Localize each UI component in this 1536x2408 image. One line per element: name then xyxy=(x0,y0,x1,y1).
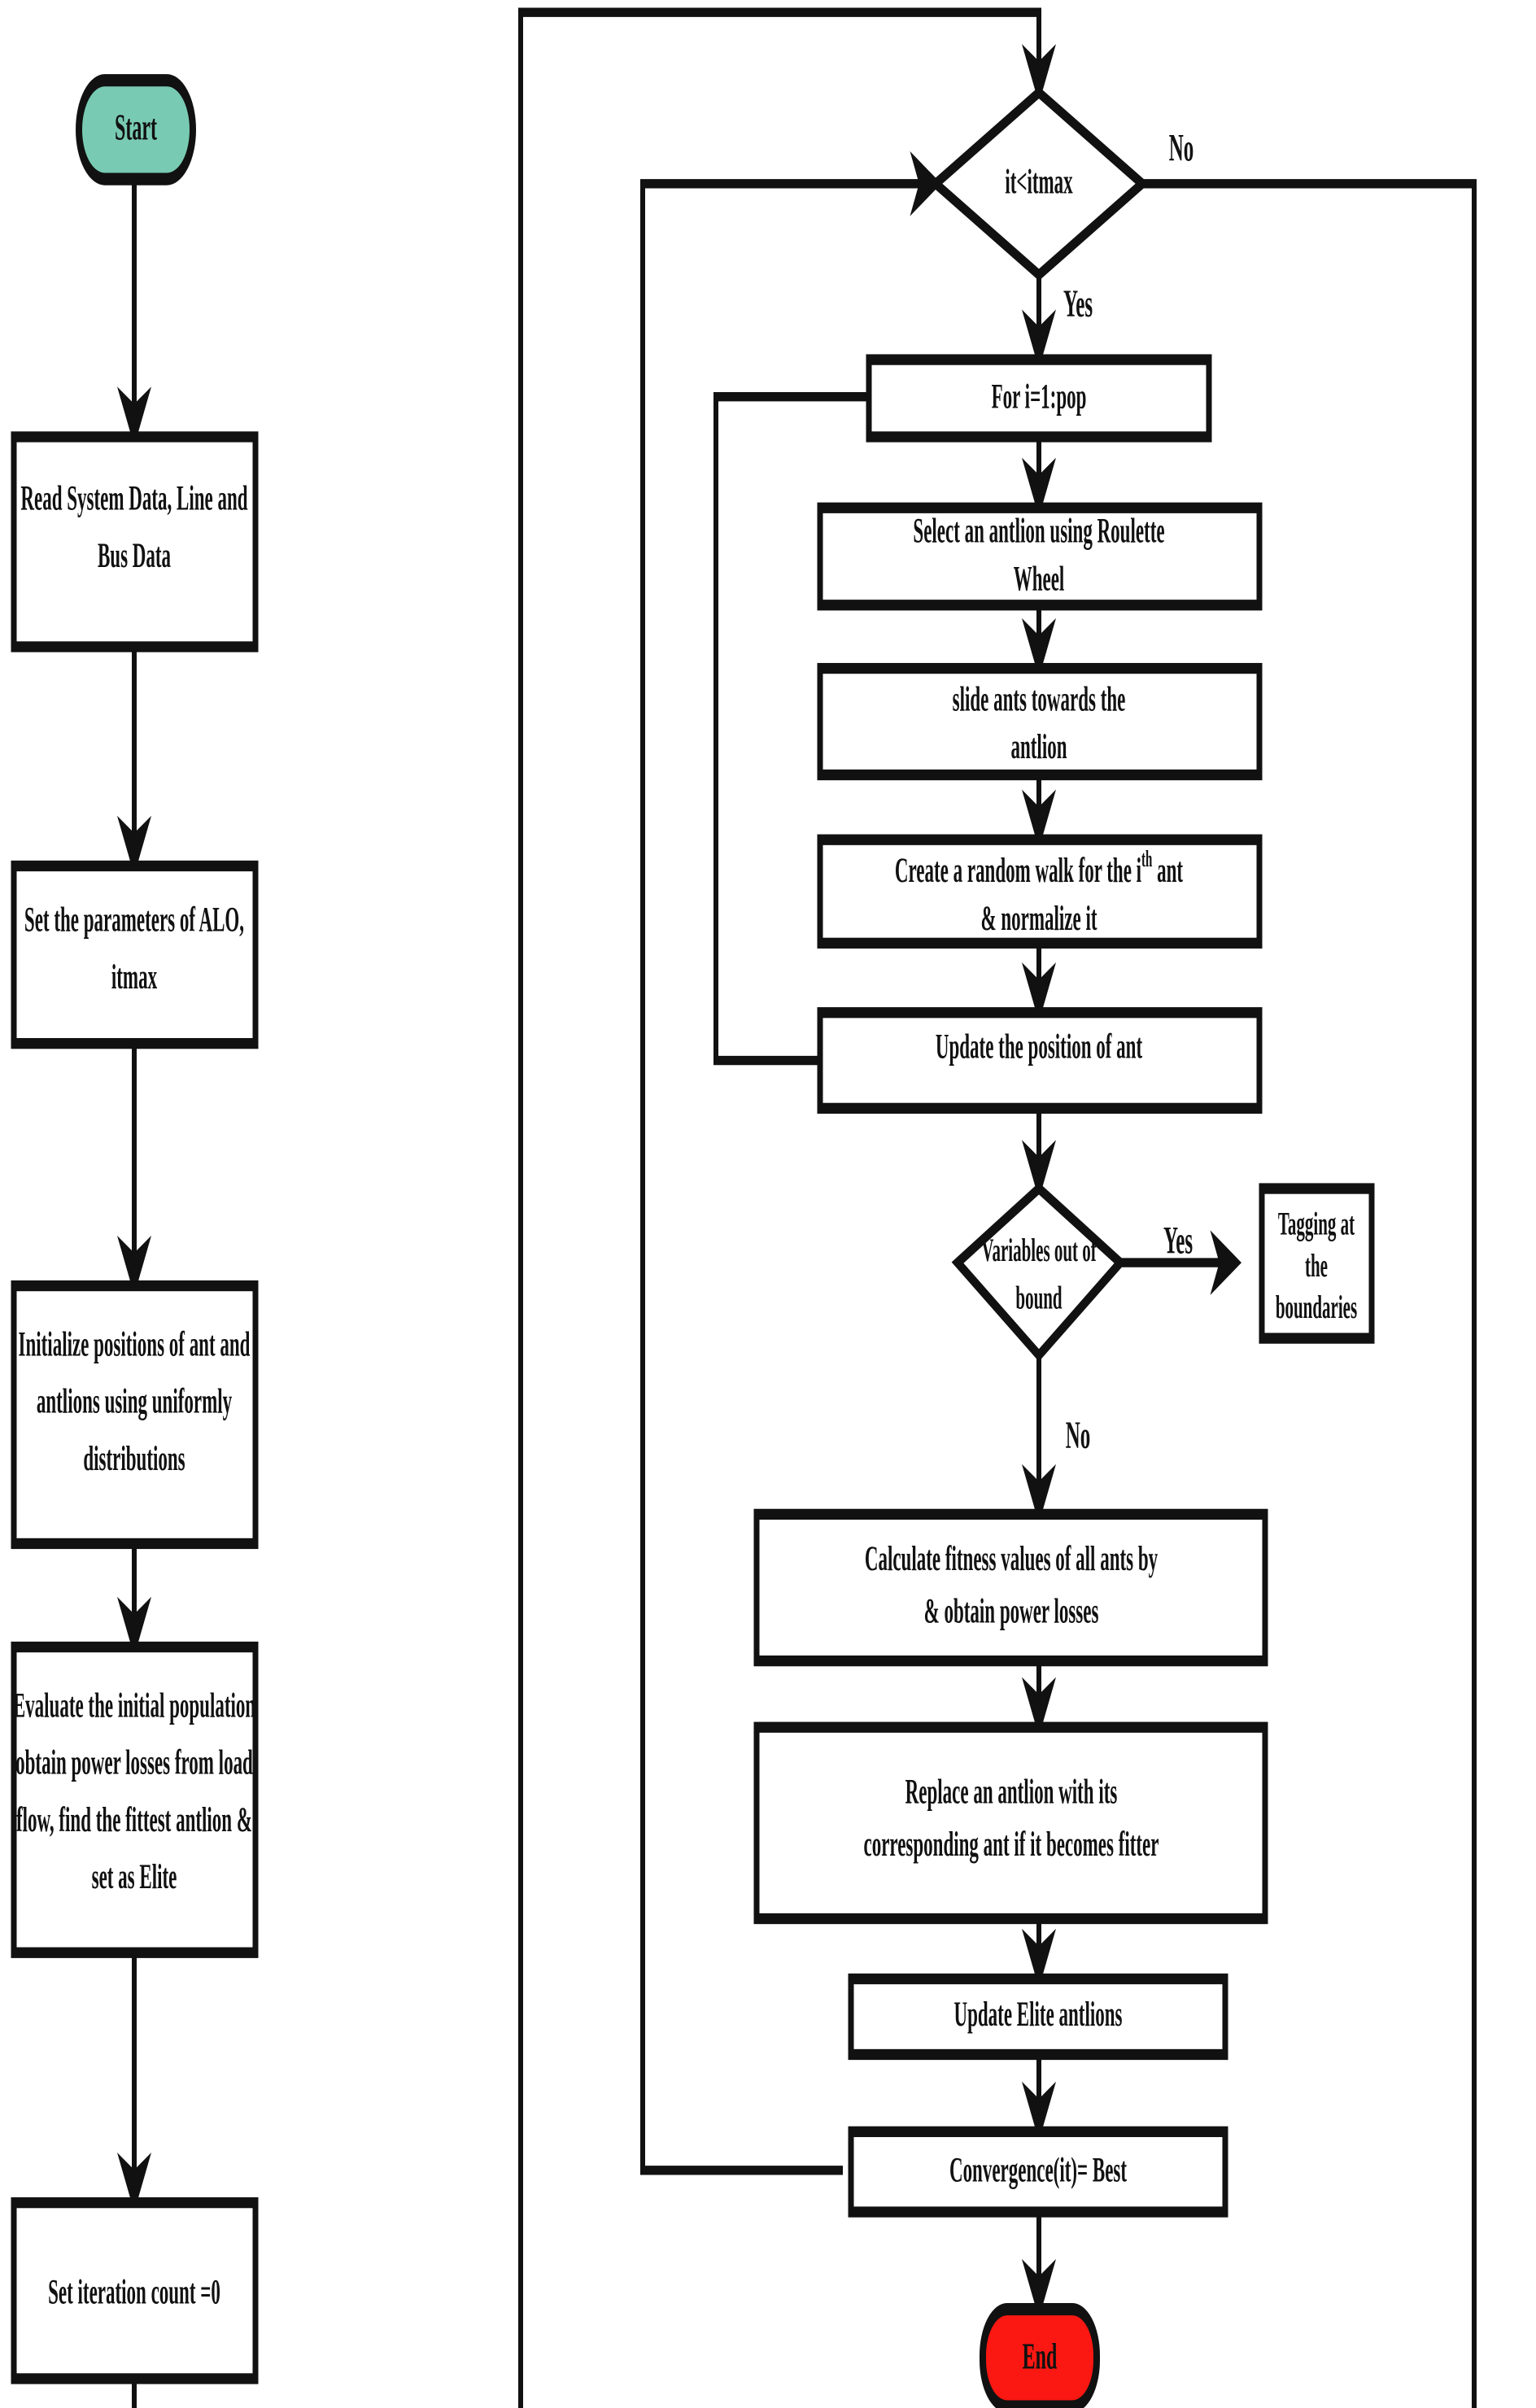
node-random-walk-superscript: th xyxy=(1141,846,1153,871)
node-convergence-line-0: Convergence(it)= Best xyxy=(949,2150,1127,2190)
edge-label-itmax-no: No xyxy=(1169,127,1194,170)
node-read-data-line-1: Bus Data xyxy=(98,535,171,575)
node-start-label: Start xyxy=(115,107,157,148)
node-evaluate-init[interactable]: Evaluate the initial population obtain p… xyxy=(11,1641,259,1958)
node-out-of-bound[interactable]: Variables out of bound xyxy=(951,1182,1127,1362)
node-replace-antlion-line-1: corresponding ant if it becomes fitter xyxy=(864,1824,1159,1864)
node-set-params[interactable]: Set the parameters of ALO, itmax xyxy=(11,860,259,1049)
node-for-loop-line-0: For i=1:pop xyxy=(992,377,1087,417)
node-convergence[interactable]: Convergence(it)= Best xyxy=(848,2126,1228,2218)
node-end[interactable]: End xyxy=(980,2302,1100,2408)
node-select-antlion-line-1: Wheel xyxy=(1014,559,1065,599)
edge-label-bound-yes: Yes xyxy=(1163,1219,1193,1263)
edge-convergence-loop-to-itmax xyxy=(640,150,941,2175)
node-out-of-bound-line-0: Variables out of xyxy=(981,1232,1097,1268)
svg-text:Create a random walk for the i: Create a random walk for the ith ant xyxy=(895,846,1183,890)
node-read-data-line-0: Read System Data, Line and xyxy=(20,478,247,518)
node-evaluate-init-line-3: set as Elite xyxy=(92,1856,177,1896)
node-set-params-line-1: itmax xyxy=(111,957,158,997)
node-tagging-line-2: boundaries xyxy=(1276,1289,1357,1325)
node-init-positions-line-2: distributions xyxy=(83,1438,185,1478)
node-replace-antlion-line-0: Replace an antlion with its xyxy=(905,1772,1118,1812)
edge-itmax-no-to-end xyxy=(1142,179,1477,2408)
node-calc-fitness-line-1: & obtain power losses xyxy=(924,1591,1099,1631)
node-calc-fitness[interactable]: Calculate fitness values of all ants by … xyxy=(753,1508,1268,1667)
node-init-positions-line-1: antlions using uniformly xyxy=(37,1381,233,1421)
edge-label-itmax-yes: Yes xyxy=(1063,283,1093,326)
node-evaluate-init-line-1: obtain power losses from load xyxy=(15,1743,253,1782)
node-start[interactable]: Start xyxy=(76,74,196,185)
node-set-iter[interactable]: Set iteration count =0 xyxy=(11,2197,259,2384)
node-slide-ants[interactable]: slide ants towards the antlion xyxy=(817,662,1263,781)
node-select-antlion[interactable]: Select an antlion using Roulette Wheel xyxy=(817,502,1263,611)
node-random-walk-suffix: ant xyxy=(1152,850,1183,890)
edge-updatepos-loop-to-forloop xyxy=(713,364,939,1066)
node-check-itmax-label: it<itmax xyxy=(1005,162,1073,202)
node-slide-ants-line-1: antlion xyxy=(1010,726,1067,766)
node-random-walk-line-0: Create a random walk for the i xyxy=(895,850,1141,890)
node-read-data[interactable]: Read System Data, Line and Bus Data xyxy=(11,431,259,652)
node-out-of-bound-line-1: bound xyxy=(1015,1280,1062,1316)
node-random-walk-line-1: & normalize it xyxy=(980,898,1097,938)
node-replace-antlion[interactable]: Replace an antlion with its correspondin… xyxy=(753,1721,1268,1925)
node-update-elite-line-0: Update Elite antlions xyxy=(954,1994,1123,2034)
node-evaluate-init-line-2: flow, find the fittest antlion & xyxy=(16,1799,252,1839)
node-random-walk[interactable]: Create a random walk for the ith ant & n… xyxy=(817,834,1263,949)
node-tagging[interactable]: Tagging at the boundaries xyxy=(1259,1183,1375,1344)
node-select-antlion-line-0: Select an antlion using Roulette xyxy=(913,511,1164,551)
node-evaluate-init-line-0: Evaluate the initial population xyxy=(13,1686,255,1725)
node-slide-ants-line-0: slide ants towards the xyxy=(953,679,1126,719)
edge-label-bound-no: No xyxy=(1066,1415,1091,1458)
node-set-iter-line-0: Set iteration count =0 xyxy=(48,2272,220,2312)
node-update-ant-pos-line-0: Update the position of ant xyxy=(936,1026,1143,1066)
node-init-positions-line-0: Initialize positions of ant and xyxy=(19,1324,251,1364)
node-check-itmax[interactable]: it<itmax xyxy=(928,86,1150,281)
node-tagging-line-0: Tagging at xyxy=(1278,1206,1355,1242)
node-tagging-line-1: the xyxy=(1305,1248,1328,1284)
node-set-params-line-0: Set the parameters of ALO, xyxy=(24,900,244,940)
node-end-label: End xyxy=(1023,2336,1058,2377)
node-for-loop[interactable]: For i=1:pop xyxy=(866,354,1212,443)
node-calc-fitness-line-0: Calculate fitness values of all ants by xyxy=(865,1538,1159,1578)
node-update-ant-pos[interactable]: Update the position of ant xyxy=(817,1007,1263,1114)
node-update-elite[interactable]: Update Elite antlions xyxy=(848,1973,1228,2061)
node-init-positions[interactable]: Initialize positions of ant and antlions… xyxy=(11,1280,259,1550)
edge-setiter-to-itmax xyxy=(132,7,1056,2408)
